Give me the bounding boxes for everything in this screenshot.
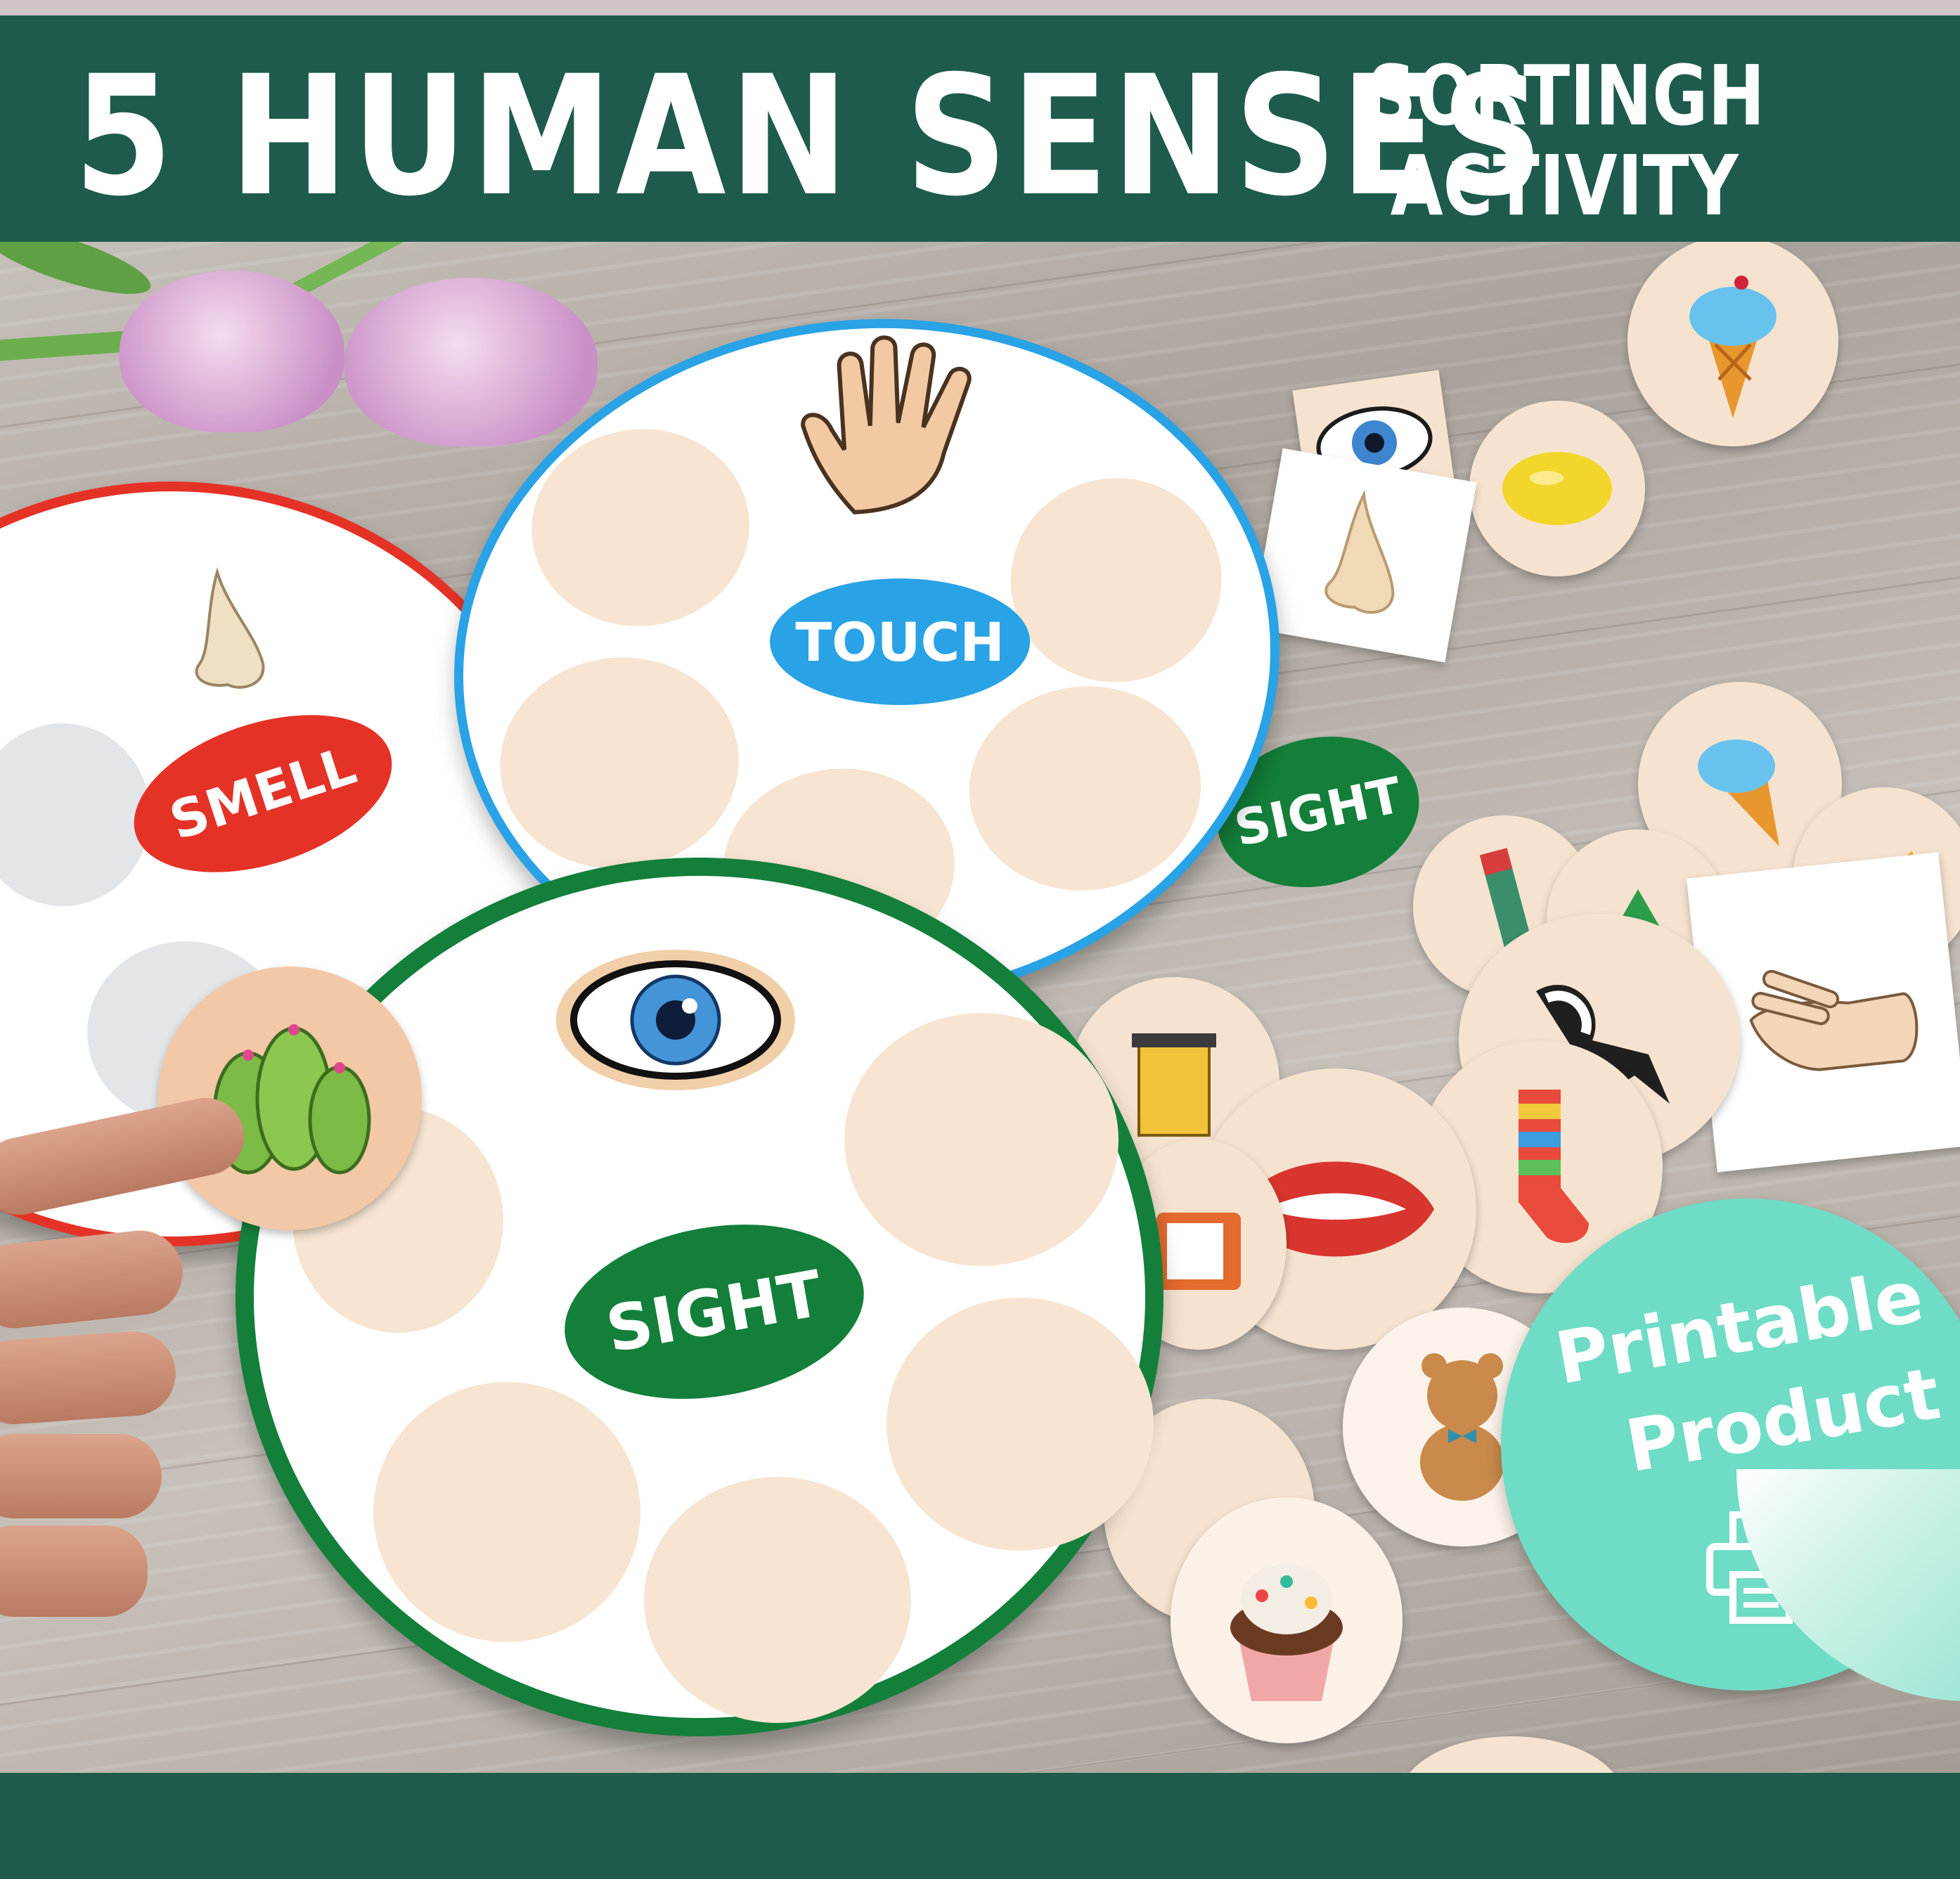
hand-icon — [773, 320, 1024, 536]
smell-label: SMELL — [114, 685, 412, 902]
printable-product-badge: Printable Product — [1501, 1199, 1960, 1691]
cupcake-card — [1171, 1497, 1403, 1743]
empty-slot — [644, 1477, 911, 1723]
teddy-bear-icon — [1420, 1353, 1504, 1501]
hand-icon — [1749, 969, 1919, 1071]
skunk-icon — [1536, 984, 1670, 1104]
title-sub: SORTINGH ACTIVITY — [1367, 51, 1765, 231]
empty-slot — [886, 1298, 1154, 1551]
nose-icon — [179, 565, 277, 702]
sight-label: SIGHT — [550, 1202, 878, 1421]
empty-slot — [522, 418, 759, 638]
touch-label: TOUCH — [770, 578, 1031, 705]
lips-icon — [1237, 1161, 1434, 1257]
empty-slot — [0, 723, 150, 906]
empty-slot — [373, 1382, 640, 1642]
tv-icon — [1156, 1213, 1241, 1290]
lemon-card — [1469, 401, 1645, 576]
empty-slot — [844, 1013, 1118, 1266]
top-strip — [0, 0, 1960, 15]
tulip-flower — [120, 271, 344, 432]
ice-cream-icon — [1689, 276, 1777, 418]
hand-card — [1687, 852, 1960, 1173]
title-main: 5 HUMAN SENSES — [74, 41, 1547, 233]
tulip-flower — [344, 278, 598, 446]
ice-cream-icon — [1698, 740, 1780, 847]
footer-bar — [0, 1773, 1960, 1879]
sock-icon — [1519, 1090, 1589, 1244]
nose-card — [1251, 448, 1477, 663]
touch-board: TOUCH — [420, 278, 1314, 1047]
empty-slot — [959, 675, 1211, 902]
eye-icon — [553, 939, 799, 1104]
lemon-icon — [1502, 452, 1612, 525]
nose-icon — [1324, 489, 1395, 614]
cupcake-icon — [1230, 1564, 1343, 1701]
empty-slot — [1000, 467, 1232, 693]
empty-slot — [489, 645, 749, 881]
sight-board: SIGHT — [236, 858, 1163, 1736]
ice-cream-card — [1627, 235, 1838, 446]
title-banner: 5 HUMAN SENSES SORTINGH ACTIVITY — [0, 15, 1960, 242]
recycle-bin-icon — [1132, 1033, 1216, 1137]
title-sub-line1: SORTINGH — [1367, 47, 1765, 144]
title-sub-line2: ACTIVITY — [1390, 137, 1739, 234]
